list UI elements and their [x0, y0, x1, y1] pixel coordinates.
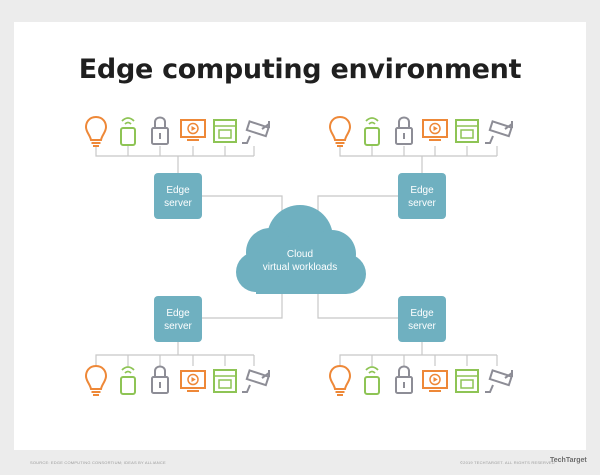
cloud-label-line2: virtual workloads: [263, 262, 337, 273]
cloud-label-line1: Cloud: [287, 249, 313, 260]
sensor-icon: [120, 117, 136, 146]
connector: [202, 292, 283, 319]
connector: [317, 195, 398, 222]
server-label-line1: Edge: [166, 185, 190, 196]
connector: [95, 145, 254, 157]
lock-icon: [395, 116, 413, 145]
display-icon: [422, 370, 448, 392]
sensor-icon: [364, 117, 380, 146]
edge-server-top-left: Edge server: [154, 173, 202, 219]
camera-icon: [484, 120, 513, 144]
device-row-bottom-left: [85, 365, 270, 396]
sensor-icon: [120, 366, 136, 395]
server-label-line2: server: [164, 321, 192, 332]
lightbulb-icon: [329, 116, 351, 147]
diagram-title: Edge computing environment: [78, 54, 522, 85]
lightbulb-icon: [85, 116, 107, 147]
lightbulb-icon: [85, 365, 107, 396]
edge-server-top-right: Edge server: [398, 173, 446, 219]
copyright-credit: ©2019 TECHTARGET. ALL RIGHTS RESERVED: [460, 460, 555, 465]
connector: [339, 145, 497, 157]
device-row-top-right: [329, 116, 513, 147]
connector: [339, 354, 497, 366]
oven-icon: [213, 369, 237, 393]
lock-icon: [151, 365, 169, 394]
server-label-line1: Edge: [410, 308, 434, 319]
lock-icon: [151, 116, 169, 145]
edge-server-bottom-left: Edge server: [154, 296, 202, 342]
server-label-line1: Edge: [410, 185, 434, 196]
oven-icon: [455, 369, 479, 393]
server-label-line2: server: [164, 198, 192, 209]
display-icon: [422, 119, 448, 141]
display-icon: [180, 370, 206, 392]
server-label-line2: server: [408, 321, 436, 332]
device-row-bottom-right: [329, 365, 513, 396]
display-icon: [180, 119, 206, 141]
source-credit: SOURCE: EDGE COMPUTING CONSORTIUM; IDEAS…: [30, 460, 166, 465]
brand-logo: TechTarget: [550, 457, 587, 464]
lightbulb-icon: [329, 365, 351, 396]
lock-icon: [395, 365, 413, 394]
cloud: Cloud virtual workloads: [236, 205, 366, 294]
camera-icon: [241, 120, 270, 144]
connector: [317, 292, 398, 319]
edge-server-bottom-right: Edge server: [398, 296, 446, 342]
cloud-icon: [236, 205, 366, 294]
sensor-icon: [364, 366, 380, 395]
camera-icon: [484, 369, 513, 393]
oven-icon: [455, 119, 479, 143]
server-label-line2: server: [408, 198, 436, 209]
server-label-line1: Edge: [166, 308, 190, 319]
device-row-top-left: [85, 116, 270, 147]
connector: [95, 354, 254, 366]
oven-icon: [213, 119, 237, 143]
camera-icon: [241, 369, 270, 393]
connector: [202, 195, 283, 222]
